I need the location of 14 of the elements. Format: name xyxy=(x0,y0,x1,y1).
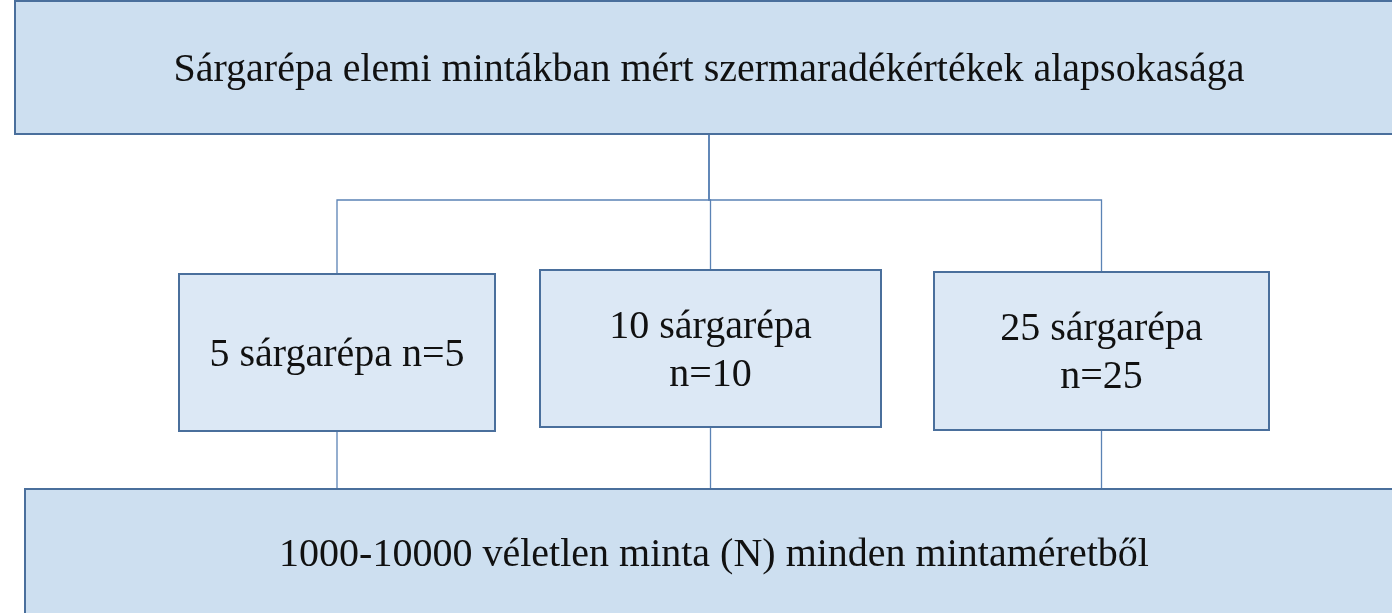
process-box xyxy=(539,269,882,428)
box-label: 1000-10000 véletlen minta (N) minden mintaméretből xyxy=(279,529,1149,577)
box-label: Sárgarépa elemi mintákban mért szermaradékértékek alapsokasága xyxy=(173,43,1245,92)
box-label: 5 sárgarépa n=5 xyxy=(209,328,465,377)
connector-line xyxy=(1100,430,1103,489)
box-label: 10 sárgarépa n=10 xyxy=(608,300,813,397)
process-box xyxy=(14,0,1392,135)
box-label: 25 sárgarépa n=25 xyxy=(999,303,1204,399)
process-box xyxy=(178,273,496,432)
process-box xyxy=(933,271,1270,431)
process-box xyxy=(24,488,1392,613)
connector-line xyxy=(708,134,1103,272)
connector-line xyxy=(709,427,712,489)
connector-line xyxy=(336,431,338,489)
